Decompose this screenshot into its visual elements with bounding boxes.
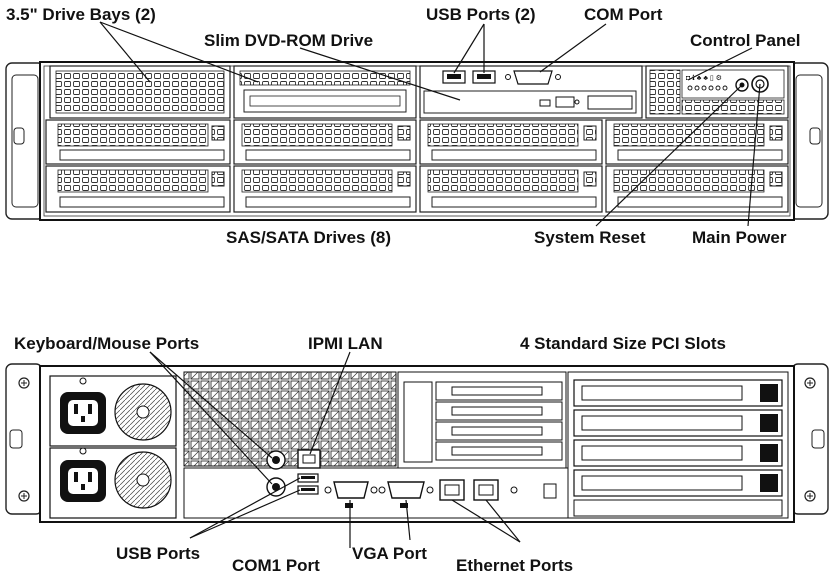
label-vga-port: VGA Port (352, 544, 427, 563)
front-drive-bay-35-1 (49, 65, 231, 119)
pci-slot-2 (573, 409, 783, 437)
ipmi-lan-port (297, 449, 321, 469)
front-drive-bay-35-2 (233, 65, 417, 119)
vga-port (387, 481, 425, 499)
pci-slot-3 (573, 439, 783, 467)
ethernet-port-1 (439, 479, 465, 501)
svg-text:◘ ℹ ♣ ♣ ▯ ⚙: ◘ ℹ ♣ ♣ ▯ ⚙ (686, 74, 722, 82)
label-ipmi-lan: IPMI LAN (308, 334, 383, 353)
label-usb-ports-front: USB Ports (2) (426, 5, 536, 24)
label-usb-ports-rear: USB Ports (116, 544, 201, 563)
ethernet-port-2 (473, 479, 499, 501)
slim-dvd-drive (243, 89, 407, 113)
pci-slot-1 (573, 379, 783, 407)
drive-tray-6 (233, 165, 417, 213)
label-pci-slots: 4 Standard Size PCI Slots (520, 334, 726, 353)
drive-tray-7 (419, 165, 603, 213)
label-keyboard-mouse: Keyboard/Mouse Ports (14, 334, 200, 353)
label-slim-dvd: Slim DVD-ROM Drive (204, 31, 374, 50)
rear-io-panel (183, 449, 573, 519)
label-sas-sata: SAS/SATA Drives (8) (226, 228, 392, 247)
label-com1-port: COM1 Port (232, 556, 320, 575)
power-supply-2 (49, 447, 177, 519)
power-supply-1 (49, 375, 177, 447)
front-callout-lines (99, 21, 761, 227)
front-control-panel: ◘ ℹ ♣ ♣ ▯ ⚙ (645, 65, 789, 119)
label-ethernet-ports: Ethernet Ports (456, 556, 574, 575)
label-main-power: Main Power (692, 228, 787, 247)
drive-tray-3 (419, 119, 603, 165)
rear-callout-lines (149, 351, 521, 548)
drive-tray-1 (45, 119, 231, 165)
drive-tray-4 (605, 119, 789, 165)
pci-slot-4 (573, 469, 783, 497)
drive-tray-8 (605, 165, 789, 213)
com1-port (333, 481, 369, 499)
label-drive-bays-35: 3.5" Drive Bays (2) (6, 5, 156, 24)
label-control-panel: Control Panel (690, 31, 801, 50)
label-system-reset: System Reset (534, 228, 646, 247)
drive-tray-2 (233, 119, 417, 165)
pci-expansion-area (397, 371, 789, 519)
drive-tray-5 (45, 165, 231, 213)
rear-vent-grill (183, 371, 397, 467)
front-com-port (513, 70, 553, 85)
sas-sata-drive-trays (45, 119, 789, 213)
label-com-port: COM Port (584, 5, 663, 24)
front-io-module (419, 65, 643, 119)
